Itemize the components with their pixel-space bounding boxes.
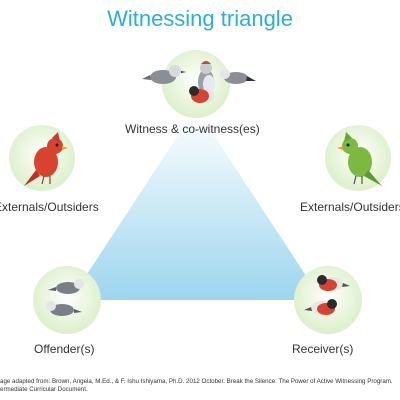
credit-line-1: age adapted from: Brown, Angela, M.Ed., …: [0, 378, 393, 385]
top-node: [142, 50, 256, 118]
image-credit: age adapted from: Brown, Angela, M.Ed., …: [0, 378, 400, 394]
red-bird-icon: [24, 132, 68, 186]
page-title: Witnessing triangle: [107, 6, 293, 31]
bottom-right-node-circle: [294, 266, 362, 334]
left-side-node: [9, 125, 75, 191]
credit-line-2: ermediate Curricular Document.: [0, 386, 88, 393]
green-bird-icon: [337, 132, 382, 186]
gray-birds-icon: [46, 279, 84, 316]
triangle-shape: [70, 108, 322, 300]
top-node-label: Witness & co-witness(es): [125, 122, 260, 136]
bottom-left-node-circle: [33, 266, 101, 334]
red-breasted-birds-icon: [304, 275, 350, 315]
top-node-circle: [162, 50, 230, 118]
bottom-left-node-label: Offender(s): [34, 342, 95, 356]
left-side-node-label: Externals/Outsiders: [0, 200, 99, 214]
bird-group-icon: [142, 61, 256, 103]
bottom-right-node-label: Receiver(s): [292, 342, 354, 356]
right-side-node: [325, 125, 391, 191]
bottom-left-node: [33, 266, 101, 334]
right-side-node-label: Externals/Outsiders: [300, 200, 400, 214]
bottom-right-node: [294, 266, 362, 334]
